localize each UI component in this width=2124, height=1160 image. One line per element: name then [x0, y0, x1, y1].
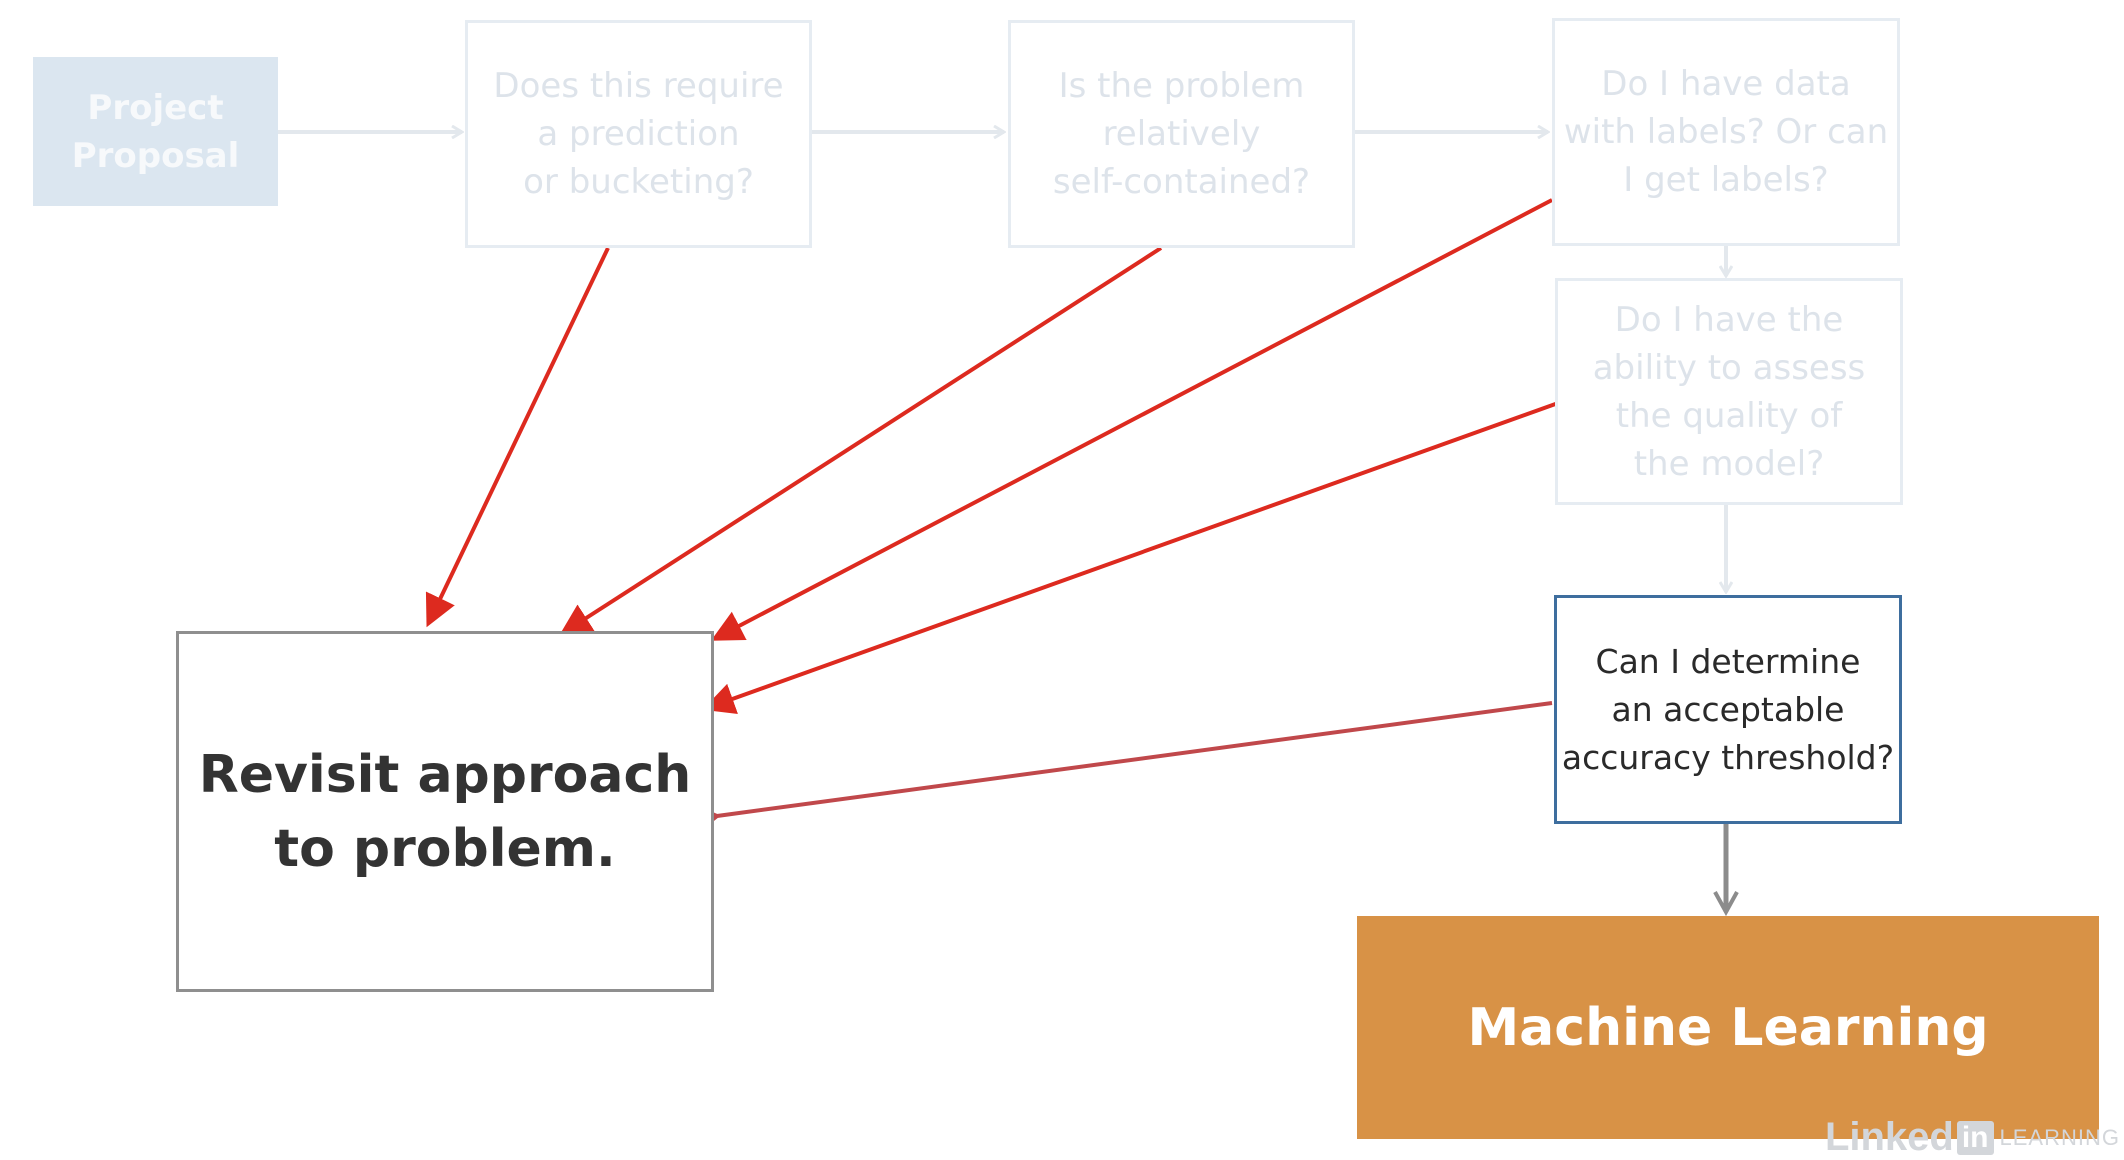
accuracy-threshold-question-label: Can I determine an acceptable accuracy t… [1561, 641, 1895, 777]
revisit-approach-box: Revisit approach to problem. [176, 631, 714, 992]
self-contained-question-label: Is the problem relatively self-contained… [1052, 66, 1311, 202]
linkedin-learning-logo: Linked in LEARNING [1824, 1115, 2120, 1159]
assess-quality-question-box: Do I have the ability to assess the qual… [1555, 278, 1903, 505]
revisit-approach-label: Revisit approach to problem. [198, 744, 692, 879]
labels-question-label: Do I have data with labels? Or can I get… [1563, 64, 1889, 200]
labels-question-box: Do I have data with labels? Or can I get… [1552, 18, 1900, 246]
red-arrow-from-prediction [425, 247, 610, 628]
prediction-question-label: Does this require a prediction or bucket… [493, 66, 784, 202]
red-arrow-from-selfcontained [559, 246, 1163, 636]
self-contained-question-box: Is the problem relatively self-contained… [1008, 20, 1355, 248]
red-arrow-from-assess [702, 400, 1562, 714]
machine-learning-box: Machine Learning [1357, 916, 2099, 1139]
red-arrow-from-labels [710, 198, 1553, 641]
assess-quality-question-label: Do I have the ability to assess the qual… [1592, 299, 1866, 484]
machine-learning-label: Machine Learning [1467, 997, 1989, 1058]
red-arrow-from-threshold [694, 701, 1553, 833]
project-proposal-label: Project Proposal [71, 87, 240, 176]
accuracy-threshold-question-box: Can I determine an acceptable accuracy t… [1554, 595, 1902, 824]
project-proposal-box: Project Proposal [33, 57, 278, 206]
prediction-question-box: Does this require a prediction or bucket… [465, 20, 812, 248]
